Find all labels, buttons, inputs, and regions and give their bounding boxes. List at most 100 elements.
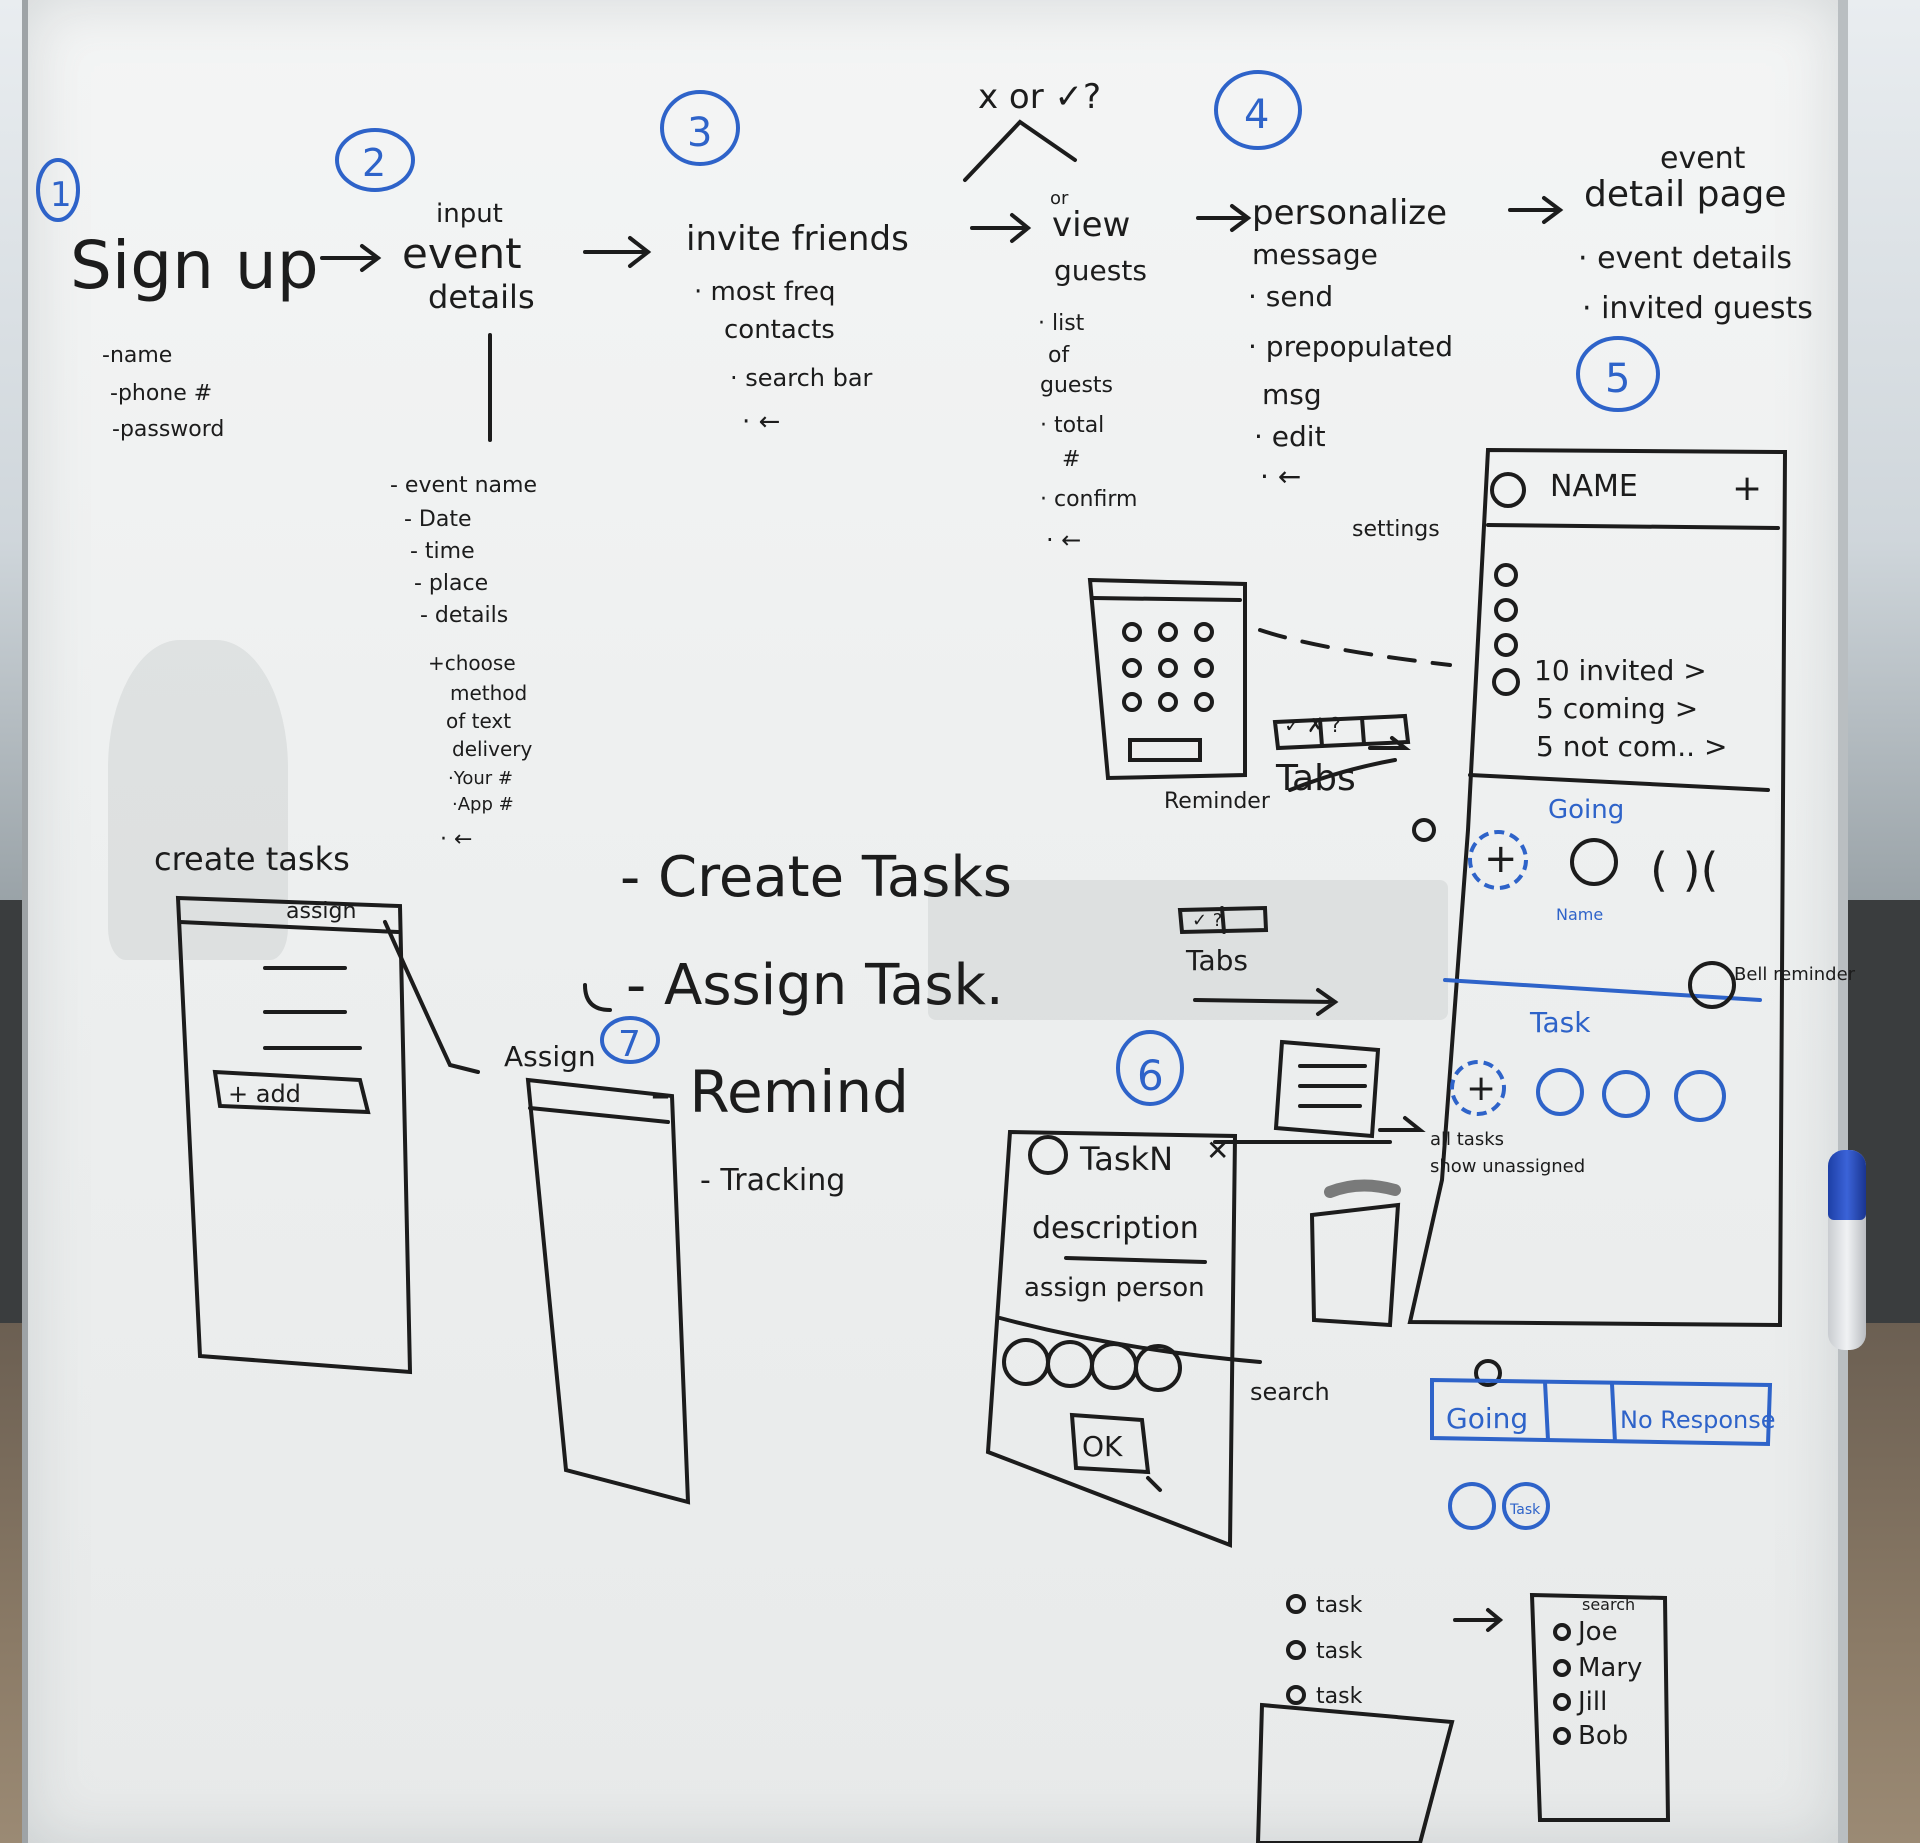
tabs-icons-1: ✓ ✗ ? [1284,713,1341,737]
step2-item-3: - place [414,571,488,596]
close-icon: ✕ [1206,1134,1229,1167]
step4-item-5: · ← [1260,460,1301,493]
event-screen-header: NAME [1550,469,1638,504]
name-label: Name [1556,905,1603,924]
task-list-item-1: task [1316,1639,1363,1664]
step4-number: 4 [1244,92,1269,138]
step5-title-top: event [1660,141,1746,176]
step2-extra-2: of text [446,709,511,733]
tabs-note-1: Tabs [1275,758,1356,799]
coming-row: 5 coming > [1536,692,1698,725]
view-item-5: · confirm [1040,487,1137,512]
step2-number: 2 [362,141,386,185]
step5-title: detail page [1584,174,1787,215]
person-jill: Jill [1576,1687,1607,1717]
tracking-note: - Tracking [700,1163,845,1198]
reminder-note: Reminder [1164,789,1271,814]
assign-button: assign [286,899,356,924]
step4-item-1: · send [1248,280,1333,313]
step5-item-1: · invited guests [1582,291,1813,326]
all-tasks-label: all tasks [1430,1129,1504,1150]
step3-title: invite friends [686,219,909,259]
settings-label: settings [1352,517,1440,542]
step6-number: 6 [1137,1051,1164,1100]
view-title2: guests [1054,254,1147,287]
step4-title: personalize [1252,193,1447,233]
assign-person-label: assign person [1024,1273,1205,1303]
person-bob: Bob [1578,1721,1628,1751]
search-label: search [1250,1378,1330,1406]
step2-extra-4: ·Your # [448,768,513,789]
task-list-item-2: task [1316,1684,1363,1709]
whiteboard [22,0,1848,1843]
step3-number: 3 [687,110,712,156]
step3-item-0: · most freq [694,277,836,307]
reflection-figure [108,640,288,960]
add-button: + add [228,1080,301,1108]
person-mary: Mary [1578,1653,1642,1683]
remind-note: - Remind [650,1058,909,1126]
going-tab: Going [1446,1402,1528,1435]
step1-item-password: -password [112,417,224,442]
step4-item-3: msg [1262,378,1322,411]
step1-number: 1 [50,175,72,215]
step7-number: 7 [618,1024,641,1065]
guest-placeholder-icons: ( )( [1650,843,1718,897]
unassigned-label: show unassigned [1430,1156,1585,1177]
not-coming-row: 5 not com.. > [1536,730,1727,763]
x-or-check-question: x or ✓? [978,77,1101,117]
step2-extra-1: method [450,681,527,705]
task-label: Task [1529,1006,1591,1039]
step4-item-0: message [1252,238,1378,271]
step5-item-0: · event details [1578,241,1792,276]
step2-item-1: - Date [404,507,472,532]
step2-title-top: input [436,199,503,229]
view-item-4: # [1062,447,1080,472]
bell-reminder-label: Bell reminder [1734,964,1856,985]
step1-item-name: -name [102,343,172,368]
step5-number: 5 [1605,356,1630,402]
task-description: description [1032,1211,1199,1246]
task-detail-title: TaskN [1079,1140,1173,1178]
add-icon: + [1732,468,1762,509]
step1-item-phone: -phone # [110,381,212,406]
task-chip: Task [1509,1502,1541,1518]
person-joe: Joe [1576,1617,1618,1647]
step2-extra-5: ·App # [452,794,514,815]
assign-title: Assign [504,1040,596,1073]
step4-item-2: · prepopulated [1248,330,1453,363]
view-item-3: · total [1040,413,1104,438]
step3-item-1: contacts [724,315,835,345]
step2-title-bot: details [428,278,535,316]
step1-title: Sign up [70,227,319,304]
step3-item-2: · search bar [730,364,873,392]
step2-item-0: - event name [390,473,537,498]
step2-item-4: - details [420,603,508,628]
view-item-2: guests [1040,373,1113,398]
invited-row: 10 invited > [1534,654,1707,687]
marker-pen [1828,1150,1866,1350]
add-task-icon: + [1466,1068,1496,1109]
step2-extra-3: delivery [452,737,532,761]
step2-item-2: - time [410,539,475,564]
step2-extra-0: +choose [428,651,516,675]
going-label: Going [1548,795,1624,825]
step2-extra-6: · ← [440,827,472,852]
people-search: search [1582,1595,1635,1614]
assign-task-note: - Assign Task. [626,953,1004,1018]
tabs-icons-2: ✓ ? [1192,910,1222,931]
task-list-item-0: task [1316,1593,1363,1618]
reflection-window [928,880,1448,1020]
step2-title-mid: event [402,229,522,278]
view-item-1: of [1048,343,1070,368]
create-tasks-title: create tasks [154,840,350,878]
view-title-top: or [1050,188,1069,209]
tabs-note-2: Tabs [1185,944,1248,977]
add-guest-icon: + [1484,836,1518,882]
step3-item-3: · ← [742,407,780,437]
ok-button: OK [1082,1430,1123,1463]
step4-item-4: · edit [1254,420,1326,453]
view-item-6: · ← [1046,526,1081,554]
create-tasks-note: - Create Tasks [620,845,1012,910]
